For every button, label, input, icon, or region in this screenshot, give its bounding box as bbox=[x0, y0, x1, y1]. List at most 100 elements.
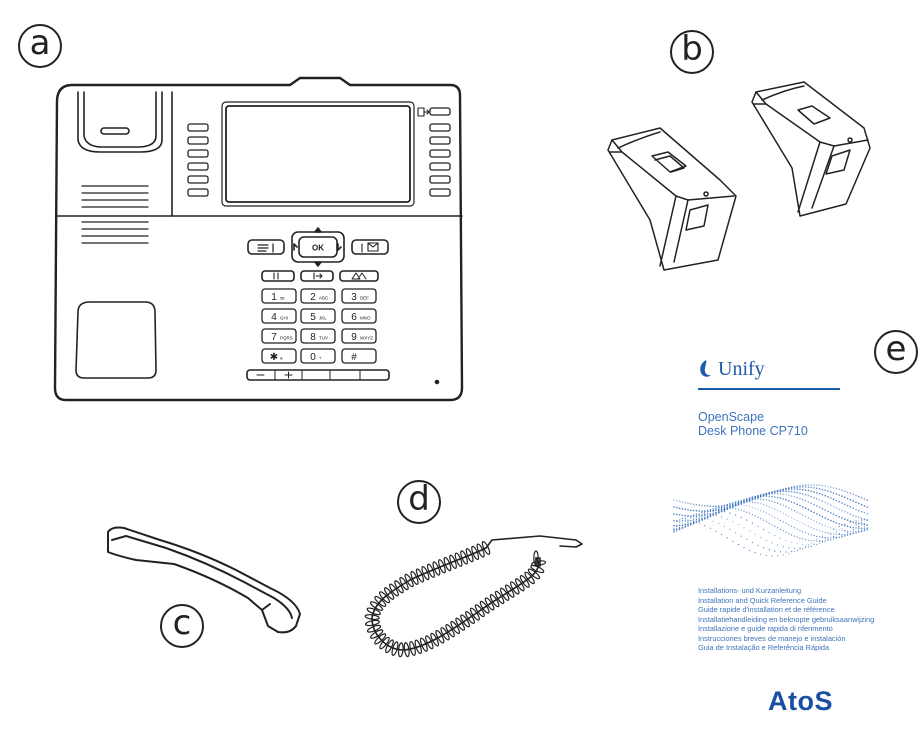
wave-dot bbox=[802, 548, 804, 550]
wave-dot bbox=[863, 526, 866, 528]
wave-dot bbox=[768, 493, 770, 495]
wave-dot bbox=[790, 486, 793, 489]
wave-dot bbox=[827, 526, 829, 528]
wave-dot bbox=[807, 501, 810, 503]
wave-dot bbox=[830, 527, 832, 529]
wave-dot bbox=[785, 490, 787, 493]
wave-dot bbox=[673, 525, 675, 527]
dialpad-digit: 2 bbox=[310, 292, 316, 303]
wave-dot bbox=[824, 537, 826, 539]
coil-loop bbox=[471, 545, 480, 561]
wave-dot bbox=[802, 488, 804, 491]
wave-dot bbox=[751, 541, 754, 544]
wave-dot bbox=[687, 519, 689, 521]
dialpad-digit: 4 bbox=[271, 312, 277, 323]
wave-dot bbox=[692, 503, 695, 506]
wave-dot bbox=[777, 502, 779, 504]
wave-dot bbox=[692, 515, 695, 517]
coil-loop bbox=[389, 583, 399, 597]
wave-dot bbox=[673, 528, 675, 530]
wave-dot bbox=[813, 511, 815, 514]
wave-dot bbox=[793, 502, 796, 504]
wave-dot bbox=[833, 528, 835, 530]
wave-dot bbox=[844, 496, 846, 499]
transfer-key bbox=[300, 270, 334, 282]
wave-dot bbox=[827, 503, 829, 505]
wave-dot bbox=[777, 518, 779, 520]
wave-dot bbox=[782, 490, 784, 493]
wave-dot bbox=[824, 494, 826, 497]
wave-dot bbox=[785, 551, 787, 553]
wave-dot bbox=[863, 523, 866, 525]
wave-dot bbox=[810, 490, 812, 493]
wave-dot bbox=[802, 531, 804, 533]
wave-dot bbox=[695, 520, 698, 523]
coil-loop bbox=[443, 556, 452, 572]
wave-dot bbox=[698, 517, 700, 519]
coil-loop bbox=[426, 563, 435, 578]
wave-dot bbox=[821, 536, 824, 538]
wave-dot bbox=[687, 525, 689, 527]
wave-dot bbox=[779, 519, 782, 522]
wave-dot bbox=[799, 486, 801, 488]
wave-dot bbox=[681, 520, 684, 522]
wave-dot bbox=[681, 518, 684, 520]
wave-dot bbox=[821, 515, 824, 518]
wave-dot bbox=[737, 501, 740, 503]
wave-dot bbox=[701, 510, 703, 512]
wave-dot bbox=[782, 530, 784, 532]
wave-dot bbox=[832, 505, 835, 508]
wave-dot bbox=[774, 508, 776, 510]
wave-dot bbox=[776, 496, 779, 499]
wave-dot bbox=[712, 508, 714, 510]
wave-dot bbox=[785, 514, 787, 516]
wave-dot bbox=[749, 530, 751, 532]
coil-loop bbox=[415, 568, 425, 583]
wave-dot bbox=[673, 520, 675, 522]
wave-dot bbox=[790, 490, 793, 493]
desk-stand-right bbox=[751, 81, 871, 217]
wave-dot bbox=[701, 519, 703, 521]
wave-dot bbox=[701, 517, 703, 519]
wave-dot bbox=[821, 535, 824, 537]
wave-dot bbox=[810, 534, 812, 536]
wave-dot bbox=[779, 490, 782, 493]
wave-dot bbox=[779, 493, 782, 495]
wave-dot bbox=[704, 510, 706, 512]
wave-dot bbox=[765, 554, 768, 557]
wave-dot bbox=[785, 506, 787, 508]
wave-dot bbox=[687, 524, 689, 526]
wave-dot bbox=[824, 509, 826, 511]
wave-dot bbox=[810, 502, 812, 505]
wave-dot bbox=[804, 500, 807, 502]
desk-stand-left bbox=[607, 127, 737, 271]
wave-dot bbox=[849, 513, 852, 515]
wave-dot bbox=[743, 499, 745, 501]
wave-dot bbox=[835, 499, 838, 502]
wave-dot bbox=[743, 501, 745, 503]
wave-dot bbox=[743, 527, 745, 529]
wave-dot bbox=[844, 490, 846, 493]
wave-dot bbox=[779, 528, 782, 531]
dialpad-letters: + bbox=[319, 356, 322, 361]
guide-wave-art bbox=[673, 484, 868, 557]
wave-dot bbox=[732, 507, 734, 509]
language-item: Instrucciones breves de manejo e instala… bbox=[698, 633, 846, 643]
wave-dot bbox=[788, 515, 790, 517]
wave-dot bbox=[679, 518, 681, 520]
wave-dot bbox=[760, 553, 762, 556]
wave-dot bbox=[721, 533, 723, 536]
wave-dot bbox=[841, 536, 843, 538]
wave-dot bbox=[706, 505, 709, 507]
wave-dot bbox=[852, 521, 854, 523]
wave-dot bbox=[830, 497, 832, 499]
wave-dot bbox=[729, 528, 731, 531]
language-item: Installazione e guide rapida di riferime… bbox=[698, 624, 833, 633]
wave-dot bbox=[706, 516, 709, 518]
wave-dot bbox=[813, 543, 815, 545]
wave-dot bbox=[858, 509, 860, 512]
wave-dot bbox=[844, 511, 846, 513]
wave-dot bbox=[833, 536, 835, 538]
wave-dot bbox=[802, 514, 804, 516]
wave-dot bbox=[838, 500, 840, 503]
